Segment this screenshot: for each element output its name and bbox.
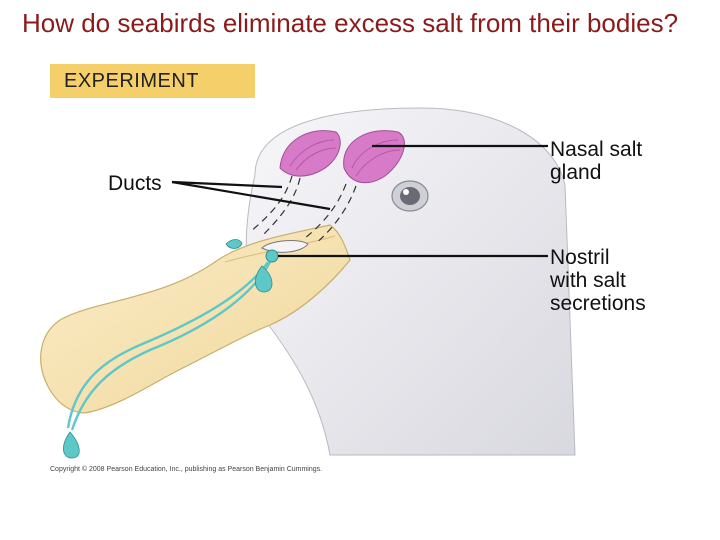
label-nostril-line2: with salt	[550, 269, 626, 292]
label-nasal-line2: gland	[550, 161, 602, 184]
page-title: How do seabirds eliminate excess salt fr…	[21, 8, 679, 38]
nostril-icon	[261, 240, 309, 253]
label-nostril-line3: secretions	[550, 292, 646, 315]
experiment-tag: EXPERIMENT	[50, 64, 255, 98]
drop-bottom	[63, 431, 80, 459]
label-nostril: Nostril with salt secretions	[550, 246, 646, 315]
label-nasal-salt-gland: Nasal salt gland	[550, 138, 642, 184]
label-nostril-line1: Nostril	[550, 246, 610, 269]
drop-large	[255, 265, 273, 293]
leader-lines	[171, 144, 548, 258]
nasal-salt-gland-right	[343, 130, 405, 184]
ducts-leader-1	[171, 180, 283, 189]
salt-secretion-drips	[66, 261, 272, 431]
label-ducts: Ducts	[108, 172, 162, 195]
ducts-dashed	[249, 175, 357, 245]
ducts-leader-2	[171, 180, 331, 211]
copyright-text: Copyright © 2008 Pearson Education, Inc.…	[50, 466, 323, 473]
label-nasal-line1: Nasal salt	[550, 138, 643, 161]
nasal-salt-gland-left	[279, 130, 341, 177]
